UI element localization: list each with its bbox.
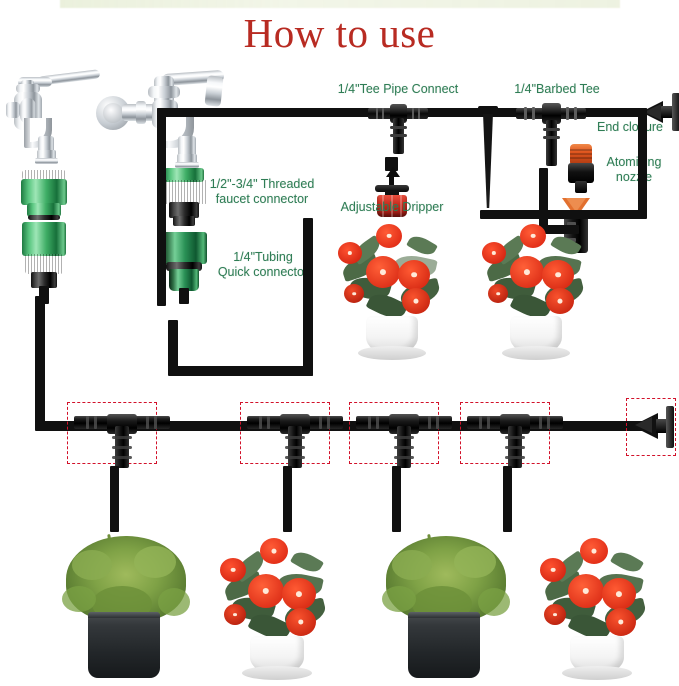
adjustable-dripper	[372, 167, 412, 235]
plant-upper-2	[480, 212, 600, 362]
barbed-tee-2	[247, 406, 343, 468]
end-closure-bottom	[632, 404, 674, 452]
highlight-box-tee-1	[67, 402, 157, 464]
label-adjustable-dripper: Adjustable Dripper	[340, 200, 444, 214]
pipe-drop-4	[503, 466, 512, 532]
faucet-left	[4, 58, 114, 168]
plant-upper-1	[336, 212, 456, 362]
plant-lower-4-flower	[536, 528, 664, 683]
pipe-nozzle-branch-horizontal	[539, 225, 579, 234]
pipe-loop-left-vertical	[168, 320, 178, 375]
barbed-tee-4	[467, 406, 563, 468]
page-title: How to use	[243, 10, 436, 56]
label-tubing-quick-connector: 1/4"Tubing Quick connector	[217, 250, 309, 279]
pipe-left-riser	[35, 296, 45, 430]
highlight-box-end-closure	[626, 398, 676, 456]
label-barbed-tee: 1/4"Barbed Tee	[514, 82, 600, 96]
pipe-drop-2	[283, 466, 292, 532]
pipe-left-elbow	[35, 421, 655, 431]
barbed-tee-1	[74, 406, 170, 468]
tee-pipe-connect	[368, 98, 428, 156]
connector-stack-left	[14, 170, 74, 304]
plant-lower-3-herb	[382, 528, 512, 683]
pipe-riser-right-faucet	[157, 108, 166, 306]
plant-lower-1-herb	[62, 528, 192, 683]
pipe-loop-bottom	[168, 366, 313, 376]
support-stake	[483, 113, 493, 208]
highlight-box-tee-2	[240, 402, 330, 464]
label-tee-pipe-connect: 1/4"Tee Pipe Connect	[337, 82, 459, 96]
pipe-loop-right-vertical	[303, 218, 313, 376]
pipe-drop-1	[110, 466, 119, 532]
atomizing-nozzle-upper	[565, 144, 599, 198]
top-watermark-strip	[60, 0, 620, 8]
barbed-tee-top	[516, 98, 586, 168]
connector-stack-right	[155, 168, 215, 304]
highlight-box-tee-4	[460, 402, 550, 464]
pipe-drop-3	[392, 466, 401, 532]
highlight-box-tee-3	[349, 402, 439, 464]
label-atomizing-nozzle: Atomizing nozzle	[606, 155, 662, 184]
plant-lower-2-flower	[216, 528, 344, 683]
pipe-right-to-nozzle	[480, 210, 647, 219]
barbed-tee-3	[356, 406, 452, 468]
stake-cap	[478, 106, 498, 114]
pipe-nozzle-branch-vertical	[539, 168, 548, 234]
pipe-right-down	[638, 108, 647, 218]
label-threaded-faucet-connector: 1/2"-3/4" Threaded faucet connector	[209, 177, 315, 206]
